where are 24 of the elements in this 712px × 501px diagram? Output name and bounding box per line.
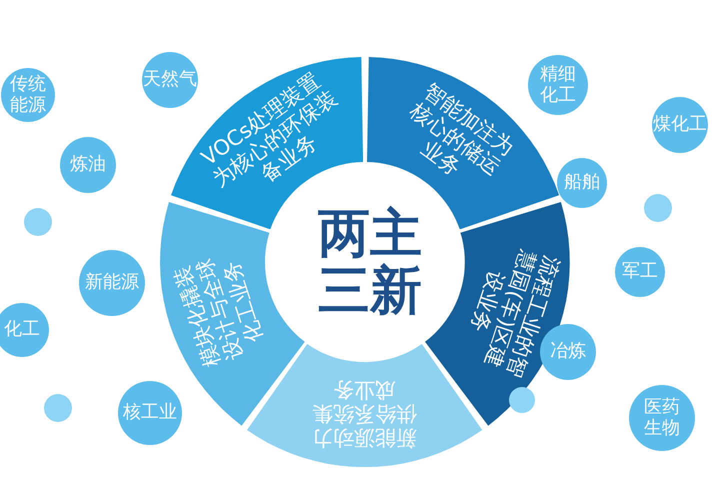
topic-bubble — [0, 303, 49, 357]
node-label: 核工业 — [122, 402, 178, 424]
node-label: 两主三新 — [317, 206, 423, 320]
node-label: 智能加注为核心的储运业务 — [404, 77, 520, 182]
dot — [644, 194, 672, 222]
topic-bubble — [615, 247, 665, 297]
node-label: 医药生物 — [643, 397, 681, 439]
node-label: 船舶 — [563, 172, 601, 194]
node-label: 新能源 — [84, 272, 140, 294]
node-label: 军工 — [621, 262, 659, 282]
node-label: 煤化工 — [652, 114, 708, 136]
node-label: 化工 — [3, 320, 41, 340]
node-label: 传统能源 — [9, 74, 47, 116]
topic-bubble — [557, 158, 607, 208]
node-label: 天然气 — [142, 70, 198, 90]
node-label: 精细化工 — [539, 64, 577, 106]
node-label: 新能源动力供给系统集成业务 — [311, 378, 418, 451]
dot — [509, 387, 535, 413]
node-label: 模块化撬装设计与全球化工业务 — [168, 254, 268, 372]
dot — [44, 394, 72, 422]
topic-bubble — [1, 68, 55, 122]
node-label: 冶炼 — [549, 342, 587, 362]
node-label: 炼油 — [69, 154, 107, 176]
dot — [24, 208, 52, 236]
